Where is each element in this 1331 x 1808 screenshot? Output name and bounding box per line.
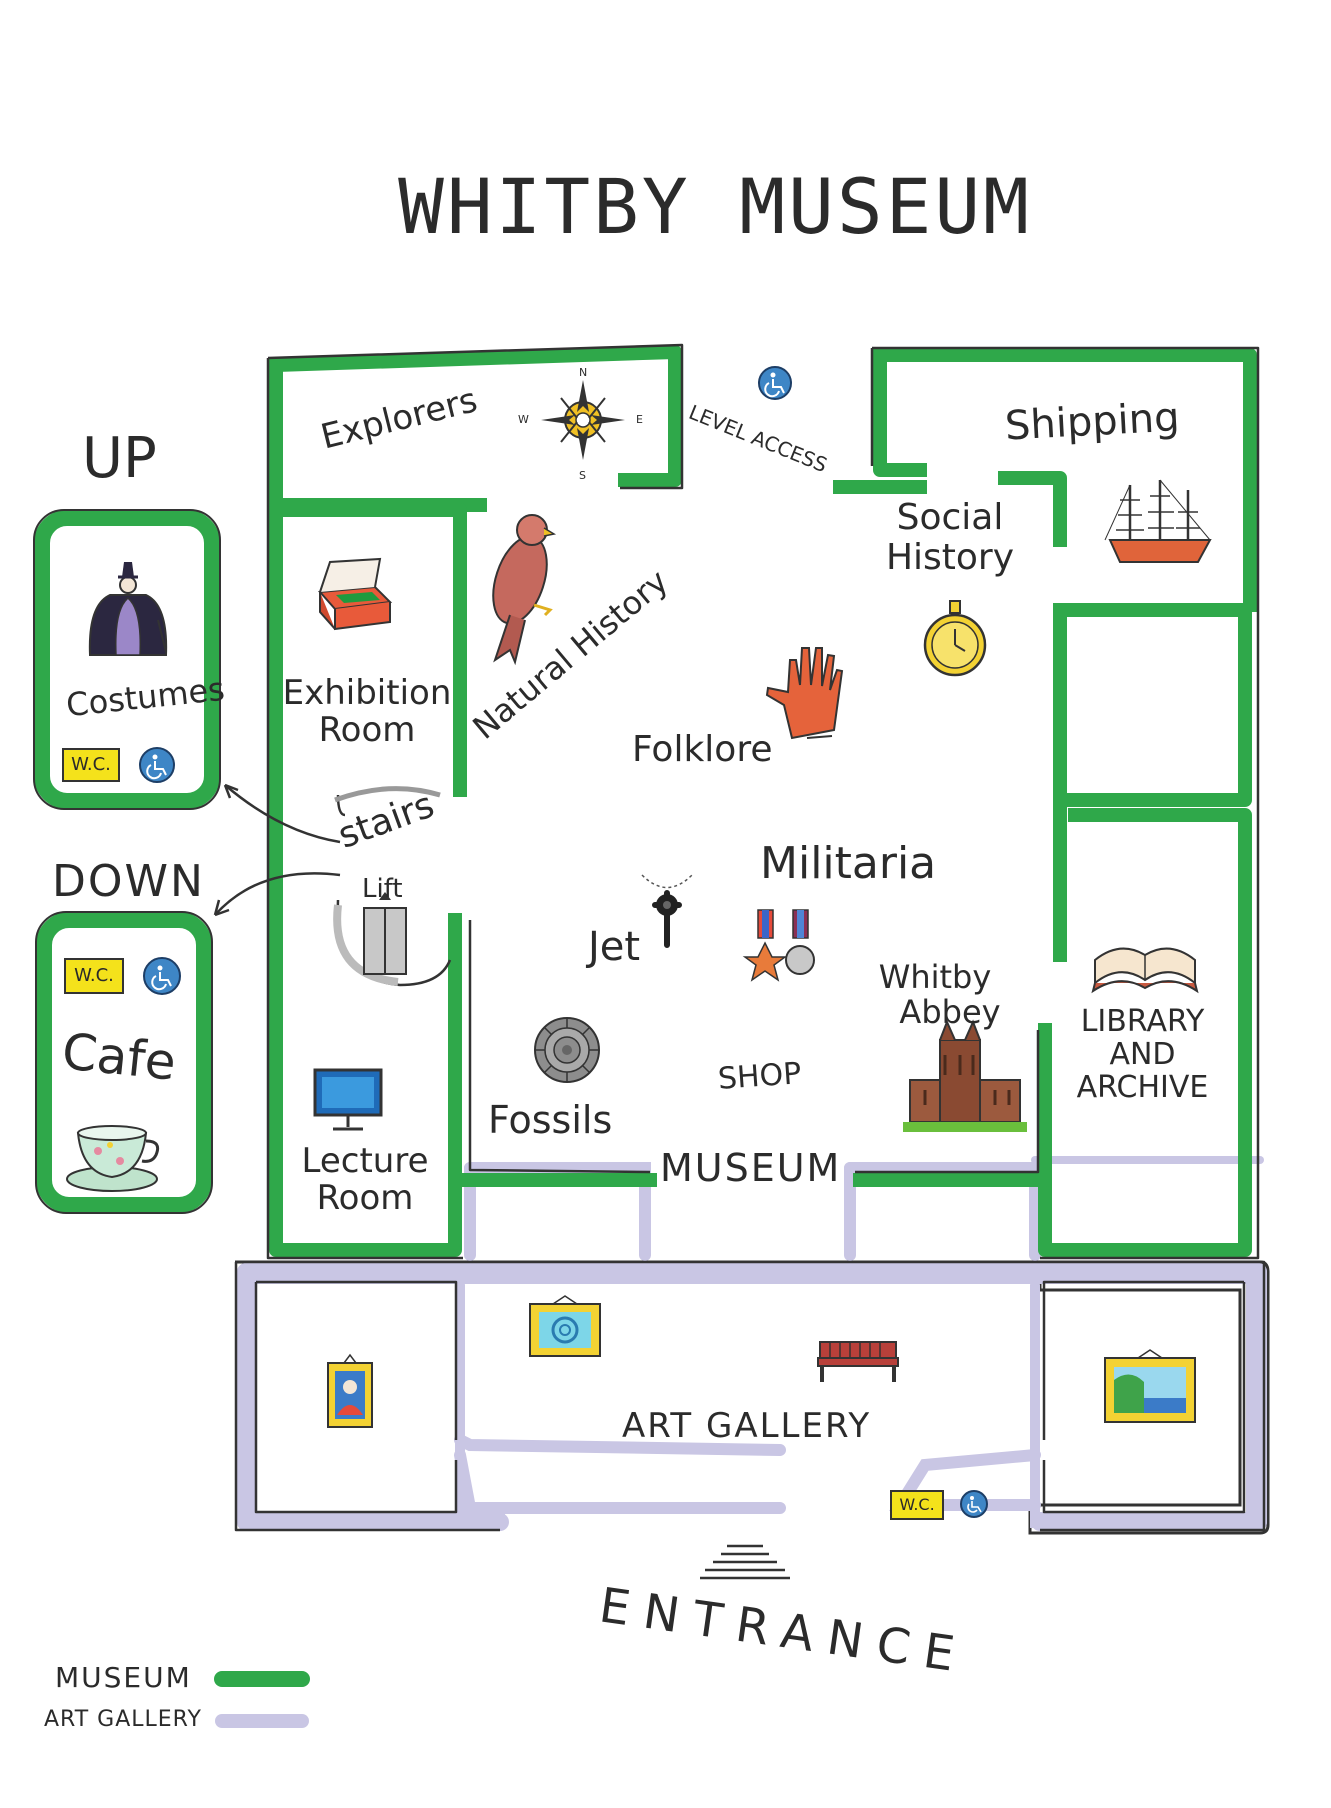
compass-west-label: W — [518, 413, 529, 426]
room-label-fossils: Fossils — [488, 1098, 613, 1142]
exhibition-line2: Room — [318, 710, 416, 751]
stairs-arrows — [213, 783, 341, 917]
art-gallery-outline — [234, 1260, 1266, 1532]
jet-pendant-icon — [641, 874, 693, 948]
jewel-box-icon — [317, 557, 393, 631]
room-label-exhibition: Exhibition Room — [282, 673, 452, 751]
ammonite-icon — [534, 1017, 600, 1083]
museum-section-label: MUSEUM — [660, 1146, 842, 1190]
portrait-icon — [327, 1353, 373, 1428]
lift-label: Lift — [362, 874, 403, 904]
compass-north-label: N — [579, 366, 588, 379]
lecture-line1: Lecture — [301, 1141, 429, 1181]
art-gallery-walls — [237, 1156, 1267, 1531]
book-icon — [1091, 947, 1199, 994]
compass-icon — [541, 380, 625, 460]
art-gallery-label: ART GALLERY — [622, 1406, 872, 1446]
ship-icon — [1104, 479, 1212, 563]
library-line3: ARCHIVE — [1076, 1070, 1209, 1105]
legend-label-gallery: ART GALLERY — [44, 1707, 202, 1732]
hand-icon — [765, 647, 844, 740]
compass-east-label: E — [636, 413, 643, 426]
accessible-icon — [143, 957, 181, 995]
landscape-painting-icon — [1104, 1349, 1196, 1423]
lecture-line2: Room — [316, 1178, 414, 1219]
abbey-icon — [903, 1019, 1027, 1132]
museum-outline — [266, 343, 1260, 1260]
room-label-folklore: Folklore — [632, 729, 773, 770]
room-label-lecture: Lecture Room — [290, 1141, 440, 1219]
costume-figure-icon — [88, 562, 168, 656]
lift-area — [333, 786, 452, 987]
wc-badge: W.C. — [890, 1490, 944, 1520]
level-up-label: UP — [82, 426, 157, 491]
room-label-library: LIBRARY AND ARCHIVE — [1060, 1005, 1225, 1104]
level-down-label: DOWN — [52, 856, 205, 907]
upstairs-panel — [33, 509, 221, 810]
map-title: WHITBY MUSEUM — [398, 162, 1032, 251]
painting-icon — [529, 1295, 601, 1357]
room-label-militaria: Militaria — [760, 838, 937, 889]
lift-icon — [363, 892, 407, 975]
room-label-whitby-abbey: Whitby Abbey — [860, 958, 1010, 1032]
accessible-icon — [139, 747, 175, 783]
exhibition-line1: Exhibition — [282, 673, 452, 713]
entrance-steps-icon — [700, 1544, 790, 1580]
legend-label-museum: MUSEUM — [55, 1661, 192, 1694]
room-label-jet: Jet — [588, 924, 641, 970]
room-label-cafe: Cafe — [59, 1022, 179, 1092]
whitby-abbey-line2: Abbey — [899, 993, 1001, 1032]
medals-icon — [742, 909, 815, 982]
room-label-shop: SHOP — [716, 1056, 803, 1097]
room-label-shipping: Shipping — [1003, 394, 1181, 450]
downstairs-panel — [35, 911, 213, 1214]
accessible-icon — [758, 366, 792, 400]
pocket-watch-icon — [923, 600, 987, 677]
social-history-line1: Social — [896, 497, 1004, 538]
monitor-icon — [313, 1068, 383, 1131]
bird-icon — [492, 514, 557, 666]
whitby-abbey-line1: Whitby — [878, 958, 992, 996]
compass-south-label: S — [579, 469, 586, 482]
accessible-icon — [960, 1490, 988, 1518]
social-history-line2: History — [885, 536, 1015, 578]
bench-icon — [817, 1341, 899, 1382]
library-line2: AND — [1109, 1037, 1176, 1072]
library-line1: LIBRARY — [1080, 1004, 1205, 1039]
room-label-social-history: Social History — [870, 498, 1030, 577]
wc-badge: W.C. — [62, 748, 120, 782]
teacup-icon — [66, 1125, 160, 1192]
wc-badge: W.C. — [64, 958, 124, 994]
